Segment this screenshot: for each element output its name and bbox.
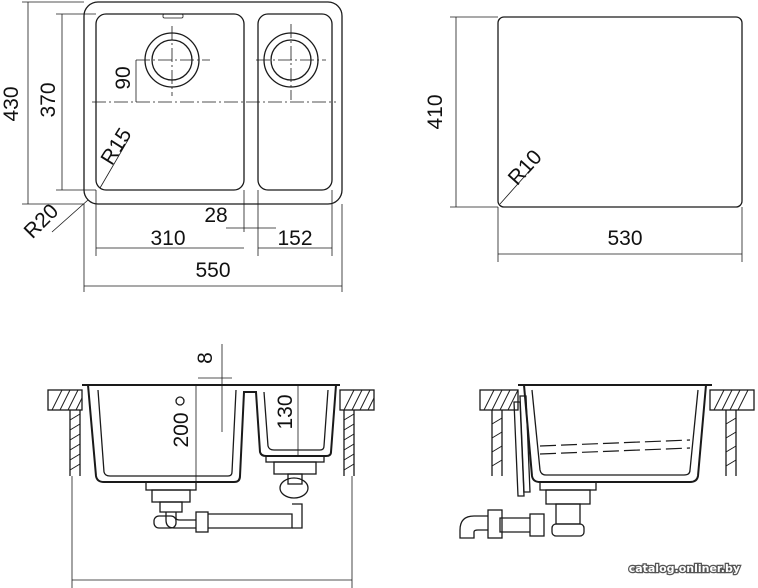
watermark: catalog.onliner.by xyxy=(627,561,741,577)
sink-section-outline xyxy=(82,384,340,483)
dim-width-total: 550 xyxy=(195,259,230,282)
dim-height-inner: 370 xyxy=(37,82,60,117)
dim-cutout-width: 530 xyxy=(607,227,642,250)
dim-radius-outer: R20 xyxy=(20,200,64,244)
side-countertop-right xyxy=(709,389,755,476)
side-countertop-left xyxy=(479,389,519,476)
countertop-left xyxy=(47,389,83,476)
cutout-outline xyxy=(497,16,743,208)
section-view-side xyxy=(459,384,755,539)
side-drain-assembly xyxy=(265,455,325,499)
dim-cutout-radius: R10 xyxy=(504,146,547,190)
dim-cutout-height: 410 xyxy=(424,94,447,129)
dim-drain-offset: 90 xyxy=(112,66,135,89)
top-view-sink: 430 370 90 R15 R20 28 310 152 550 xyxy=(0,1,343,292)
dim-depth-main: 200 xyxy=(170,412,193,447)
watermark-text: catalog.onliner.by xyxy=(629,562,740,575)
side-drain-assembly xyxy=(459,481,597,539)
dim-rim-thickness: 8 xyxy=(194,352,217,364)
main-drain-assembly xyxy=(145,481,303,533)
dim-radius-inner: R15 xyxy=(97,124,137,169)
dim-depth-side: 130 xyxy=(274,394,297,429)
top-view-cutout: 410 R10 530 xyxy=(424,16,743,262)
section-view-sink: 8 200 130 xyxy=(47,344,375,588)
dim-height-total: 430 xyxy=(0,86,23,121)
dim-width-main-bowl: 310 xyxy=(150,227,185,250)
overflow-pipe xyxy=(513,395,531,497)
dim-width-side-bowl: 152 xyxy=(277,227,312,250)
side-bowl-outline xyxy=(518,384,712,483)
sink-outer-outline xyxy=(83,1,343,205)
countertop-right xyxy=(339,389,375,476)
dim-gap: 28 xyxy=(204,204,227,227)
overflow-slot xyxy=(162,13,184,19)
